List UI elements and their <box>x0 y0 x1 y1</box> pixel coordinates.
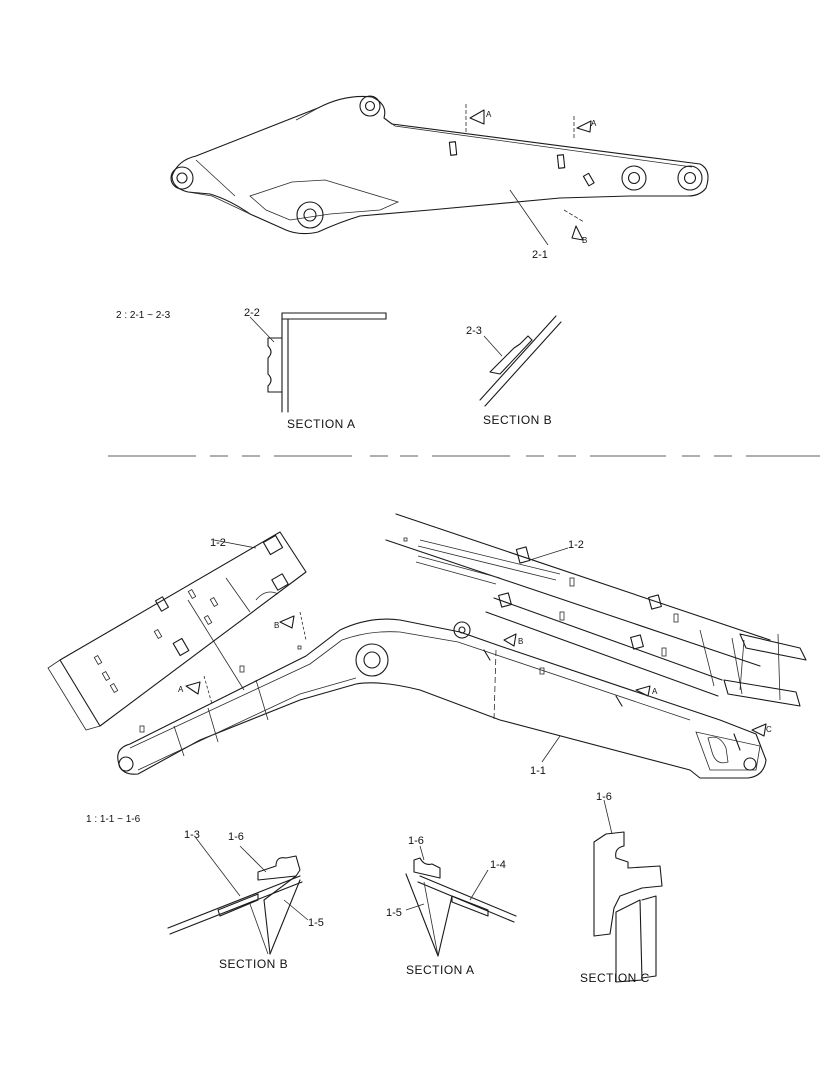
svg-text:1-6: 1-6 <box>596 791 612 803</box>
svg-text:1-2: 1-2 <box>210 537 226 549</box>
arm-clamp-marks <box>448 141 595 187</box>
lower-section-arrows: B A B A C <box>178 611 772 737</box>
section-cut-arrows: A A B <box>465 104 597 245</box>
svg-text:2-1: 2-1 <box>532 249 548 261</box>
lower-section-b-detail: 1-3 1-6 1-5 SECTION B <box>167 829 324 971</box>
arm-outline <box>171 95 709 235</box>
svg-text:SECTION A: SECTION A <box>287 417 356 431</box>
svg-text:1-6: 1-6 <box>408 835 424 847</box>
svg-text:2-3: 2-3 <box>466 325 482 337</box>
left-boom-top-view: 1-2 <box>47 531 307 731</box>
part-callout: 2-1 <box>509 189 549 261</box>
section-b-detail: 2-3 SECTION B <box>466 315 562 427</box>
svg-text:SECTION A: SECTION A <box>406 963 475 977</box>
svg-text:B: B <box>518 637 523 646</box>
svg-text:2-2: 2-2 <box>244 307 260 319</box>
svg-text:1-2: 1-2 <box>568 539 584 551</box>
arm-pin-holes <box>170 95 703 229</box>
svg-text:1-1: 1-1 <box>530 765 546 777</box>
svg-text:A: A <box>652 687 658 696</box>
svg-text:A: A <box>591 119 597 128</box>
svg-text:C: C <box>766 725 772 734</box>
svg-text:B: B <box>582 236 587 245</box>
main-boom-side-view <box>117 618 767 779</box>
svg-text:SECTION B: SECTION B <box>219 957 288 971</box>
svg-text:1-5: 1-5 <box>386 907 402 919</box>
lower-section-c-detail: 1-6 SECTION C <box>580 791 663 985</box>
svg-text:A: A <box>178 685 184 694</box>
svg-text:SECTION B: SECTION B <box>483 413 552 427</box>
svg-text:A: A <box>486 110 492 119</box>
svg-text:1-6: 1-6 <box>228 831 244 843</box>
svg-text:B: B <box>274 621 279 630</box>
lower-part-callout: 1-1 <box>530 735 561 777</box>
svg-text:1-4: 1-4 <box>490 859 506 871</box>
lower-section-a-detail: 1-6 1-4 1-5 SECTION A <box>386 835 517 977</box>
svg-text:SECTION C: SECTION C <box>580 971 650 985</box>
right-boom-top-view: 1-2 <box>385 513 807 707</box>
lower-range-note: 1 : 1-1 ~ 1-6 <box>86 814 141 825</box>
svg-text:1-5: 1-5 <box>308 917 324 929</box>
svg-text:1-3: 1-3 <box>184 829 200 841</box>
range-note: 2 : 2-1 ~ 2-3 <box>116 310 171 321</box>
section-a-detail: 2-2 SECTION A <box>244 307 387 431</box>
